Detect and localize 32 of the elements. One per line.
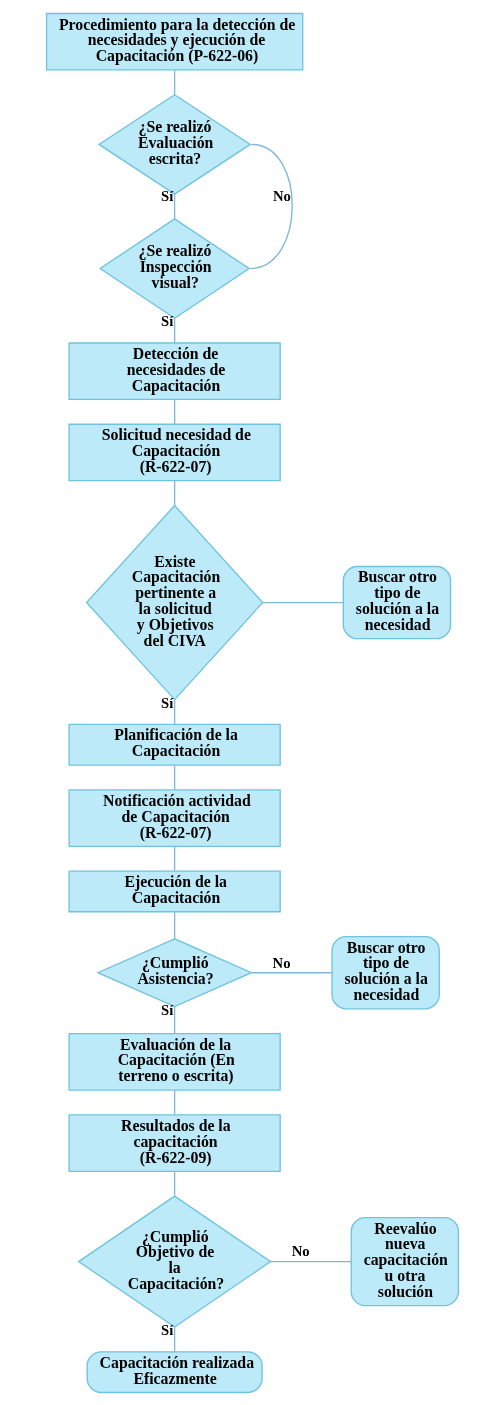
connector <box>173 1170 175 1196</box>
node-box: Buscar otro tipo de solución a la necesidad <box>342 565 451 639</box>
connector <box>173 1326 175 1352</box>
node-box: Reevalúo nueva capacitación u otra solución <box>350 1216 459 1306</box>
edge-label: No <box>272 954 290 971</box>
connector <box>173 910 175 939</box>
connector <box>173 69 175 95</box>
node-box: Evaluación de la Capacitación (En terreno o escrita) <box>67 1032 281 1091</box>
connector <box>173 698 175 725</box>
node-box: Planificación de la Capacitación <box>67 723 281 766</box>
node-box: Ejecución de la Capacitación <box>67 869 281 912</box>
node-box: Buscar otro tipo de solución a la necesidad <box>330 935 440 1009</box>
connector <box>173 479 175 506</box>
connector <box>250 971 332 973</box>
connector <box>173 398 175 425</box>
connector <box>173 845 175 872</box>
connector <box>173 193 175 219</box>
node-box: Notificación actividad de Capacitación (R-622-07) <box>67 788 281 847</box>
node-box: Capacitación realizada Eficazmente <box>86 1350 263 1393</box>
connector <box>173 764 175 791</box>
node-box: Resultados de la capacitación (R-622-09) <box>67 1113 281 1172</box>
node-box: Solicitud necesidad de Capacitación (R-622-07) <box>67 423 281 481</box>
connector <box>261 601 344 603</box>
edge-label: No <box>291 1242 310 1259</box>
connector <box>269 1260 352 1262</box>
connector <box>249 143 293 269</box>
node-box: Detección de necesidades de Capacitación <box>67 341 281 400</box>
edge-label: No <box>272 187 291 204</box>
node-box: Procedimiento para la detección de necesidades y ejecución de Capacitación (P-622-06) <box>45 12 303 71</box>
connector <box>173 317 175 343</box>
connector <box>173 1089 175 1115</box>
connector <box>173 1005 175 1034</box>
